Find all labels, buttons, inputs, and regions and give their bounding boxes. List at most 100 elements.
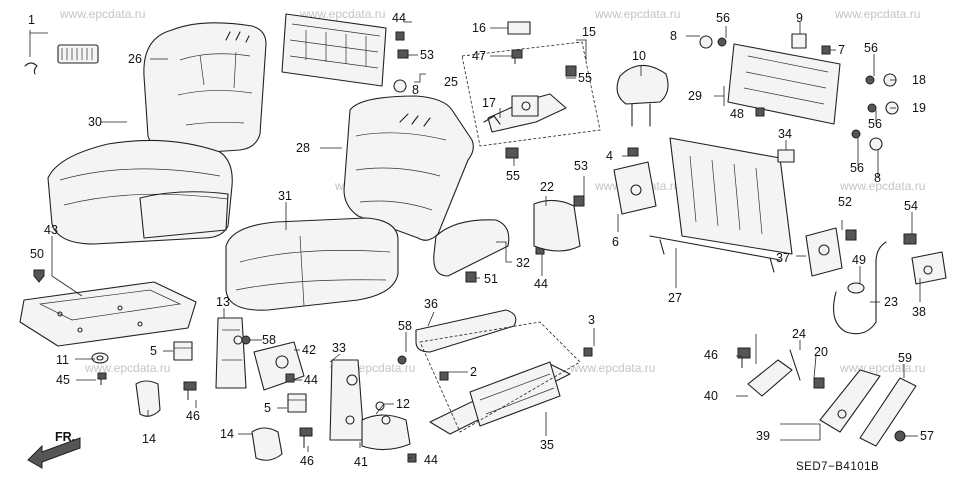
part-25-trim-panel: [281, 13, 387, 87]
callout-48: 48: [730, 107, 744, 121]
part-29-rear-panel: [727, 43, 841, 125]
callout-46-c: 46: [704, 348, 718, 362]
callout-40: 40: [704, 389, 718, 403]
part-12-spacer: [375, 401, 391, 425]
part-56-nut-a: [865, 75, 875, 85]
callout-25: 25: [444, 75, 458, 89]
callout-7: 7: [838, 43, 845, 57]
callout-14-right: 14: [220, 427, 234, 441]
part-20-bolt: [813, 377, 825, 389]
callout-58-left: 58: [262, 333, 276, 347]
part-23-cable: [833, 241, 887, 335]
callout-26: 26: [128, 52, 142, 66]
part-59-plate: [859, 377, 917, 447]
watermark: www.epcdata.ru: [839, 361, 925, 375]
part-9-clip: [791, 33, 807, 49]
part-36-side-cover: [415, 309, 517, 353]
part-6-latch: [613, 161, 657, 215]
part-46-bolt-a: [183, 381, 197, 400]
part-43-cushion-frame: [19, 281, 197, 347]
part-33-hinge: [329, 359, 365, 441]
callout-24: 24: [792, 327, 806, 341]
callout-14-left: 14: [142, 432, 156, 446]
callout-17: 17: [482, 96, 496, 110]
callout-54: 54: [904, 199, 918, 213]
callout-34: 34: [778, 127, 792, 141]
callout-8-top: 8: [670, 29, 677, 43]
leader-lines: [51, 21, 921, 459]
part-55-bolt-b: [505, 147, 519, 159]
callout-9: 9: [796, 11, 803, 25]
callout-5-upper: 5: [150, 344, 157, 358]
watermark: www.epcdata.ru: [594, 7, 680, 21]
callout-10: 10: [632, 49, 646, 63]
part-57-nut: [894, 430, 906, 442]
part-46-bolt-c: [737, 347, 751, 368]
front-label: FR.: [55, 430, 75, 444]
callout-43: 43: [44, 223, 58, 237]
part-50-clip: [33, 269, 45, 283]
callout-15: 15: [582, 25, 596, 39]
callout-8-right: 8: [874, 171, 881, 185]
callout-38: 38: [912, 305, 926, 319]
callout-55-a: 55: [578, 71, 592, 85]
part-22-cover: [533, 199, 581, 252]
watermark: www.epcdata.ru: [834, 7, 920, 21]
callout-37: 37: [776, 251, 790, 265]
callout-8-left: 8: [412, 83, 419, 97]
callout-39: 39: [756, 429, 770, 443]
part-8-cap-top: [699, 35, 713, 49]
callout-56-b: 56: [868, 117, 882, 131]
part-58-nut-a: [241, 335, 251, 345]
callout-53-mid: 53: [574, 159, 588, 173]
part-42-recliner: [253, 341, 305, 391]
part-14-cover-right: [251, 427, 283, 461]
callout-58-right: 58: [398, 319, 412, 333]
callout-3: 3: [588, 313, 595, 327]
part-47-bolt: [511, 49, 523, 64]
callout-22: 22: [540, 180, 554, 194]
callout-32: 32: [516, 256, 530, 270]
callout-5-lower: 5: [264, 401, 271, 415]
part-51-screw: [465, 271, 477, 283]
watermark: www.epcdata.ru: [569, 361, 655, 375]
callout-44-right: 44: [534, 277, 548, 291]
callout-56-top: 56: [716, 11, 730, 25]
part-8-cap-right: [869, 137, 883, 151]
callout-6: 6: [612, 235, 619, 249]
part-55-bolt-a: [565, 65, 577, 77]
callout-42: 42: [302, 343, 316, 357]
part-32-armrest: [433, 219, 510, 277]
part-31-seat-cushion-pad: [225, 217, 399, 311]
part-1-clip-kit: [24, 30, 99, 75]
part-46-bolt-b: [299, 427, 313, 448]
callout-53-top: 53: [420, 48, 434, 62]
part-28-seat-back-pad: [343, 95, 474, 241]
part-48-screw: [755, 107, 765, 117]
part-16-cover: [507, 21, 531, 35]
part-40-lever: [747, 359, 793, 397]
callout-11: 11: [56, 353, 69, 367]
part-15-lock-assembly: [461, 41, 601, 147]
part-26-seat-back-cover: [143, 22, 267, 155]
watermark: www.epcdata.ru: [59, 7, 145, 21]
watermark: www.epcdata.ru: [84, 361, 170, 375]
part-5-cover-upper: [173, 341, 193, 361]
callout-51: 51: [484, 272, 498, 286]
part-11-washer: [91, 352, 109, 364]
callout-52: 52: [838, 195, 852, 209]
callout-44-top: 44: [392, 11, 406, 25]
part-7-screw: [821, 45, 831, 55]
part-35-slide-rail: [419, 321, 581, 435]
part-56-nut-c: [851, 129, 861, 139]
callout-57: 57: [920, 429, 934, 443]
callout-56-a: 56: [864, 41, 878, 55]
part-24-link: [789, 349, 801, 381]
callout-28: 28: [296, 141, 310, 155]
part-49-grommet: [847, 282, 865, 294]
callout-2: 2: [470, 365, 477, 379]
part-38-bracket: [911, 251, 947, 285]
part-8-cap-left: [393, 79, 407, 93]
